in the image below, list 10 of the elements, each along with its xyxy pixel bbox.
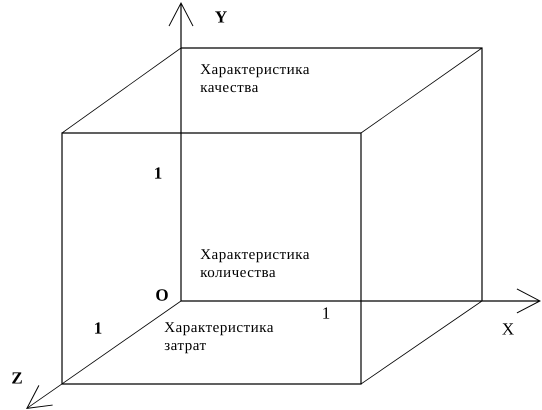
origin-label: O <box>156 289 168 301</box>
unit-label: 1 <box>95 322 102 334</box>
unit-label: 1 <box>155 167 162 179</box>
axis-label: X <box>502 323 514 335</box>
plane-label: Характеристика количества <box>200 249 310 278</box>
plane-label: Характеристика качества <box>200 64 310 92</box>
axis-label: Z <box>12 372 22 384</box>
plane-label: Характеристика затрат <box>164 322 274 354</box>
unit-label: 1 <box>323 307 330 319</box>
axis-label: Y <box>215 11 227 23</box>
